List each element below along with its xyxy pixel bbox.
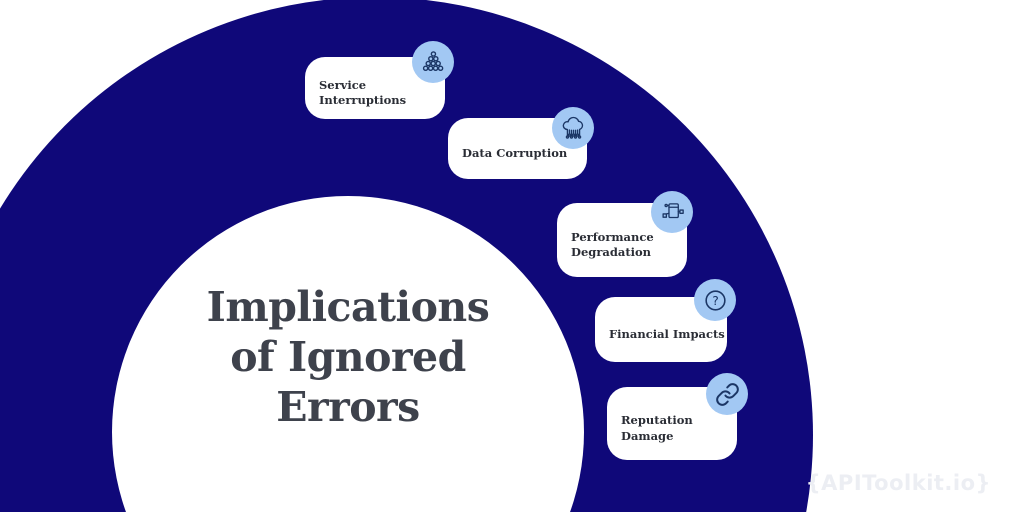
title-line-3: Errors	[276, 383, 420, 432]
card-icon-badge	[706, 373, 748, 415]
question-mark-icon: ?	[704, 289, 726, 311]
card-icon-badge	[651, 191, 693, 233]
title-line-1: Implications	[206, 283, 490, 331]
chain-link-icon	[715, 382, 739, 406]
card-label: Service Interruptions	[319, 77, 407, 107]
card-icon-badge: ?	[694, 279, 736, 321]
svg-text:?: ?	[712, 294, 719, 308]
card-financial-impacts: Financial Impacts ?	[595, 279, 736, 362]
cloud-circuit-icon	[562, 116, 583, 139]
card-performance-degradation: Performance Degradation	[557, 191, 693, 277]
server-share-icon	[662, 203, 684, 219]
card-label: Financial Impacts	[609, 326, 725, 341]
card-label: Data Corruption	[462, 145, 568, 160]
team-dots-icon	[422, 51, 444, 72]
watermark: {APIToolkit.io}	[805, 471, 991, 495]
card-label: Performance Degradation	[571, 229, 654, 259]
card-label: Reputation Damage	[621, 413, 693, 443]
card-reputation-damage: Reputation Damage	[607, 373, 748, 460]
card-icon-badge	[552, 107, 594, 149]
card-icon-badge	[412, 41, 454, 83]
card-service-interruptions: Service Interruptions	[305, 41, 454, 119]
page-title: Implications of Ignored Errors	[112, 282, 584, 432]
card-data-corruption: Data Corruption	[448, 107, 594, 179]
title-line-2: of Ignored	[230, 333, 466, 382]
